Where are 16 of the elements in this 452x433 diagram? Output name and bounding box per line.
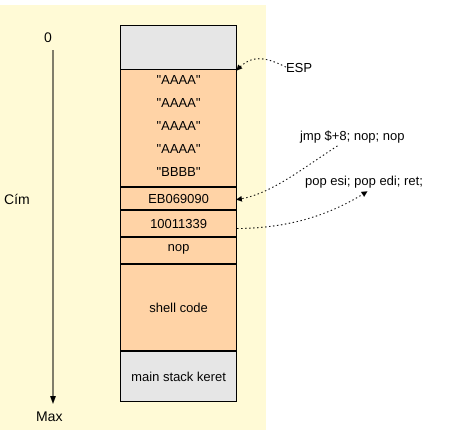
axis-label: Cím	[4, 192, 30, 206]
stack-cell: nop	[120, 237, 237, 264]
dotted-arrow	[236, 145, 338, 202]
stack-cell: EB069090	[120, 187, 237, 210]
axis-label: 0	[44, 30, 52, 44]
stack-cell: main stack keret	[120, 351, 237, 402]
dotted-arrow	[236, 191, 368, 230]
annotation-text: jmp $+8; nop; nop	[300, 127, 450, 145]
stack-cell: 10011339	[120, 210, 237, 237]
stack-cell: shell code	[120, 264, 237, 351]
empty-stack-cell	[120, 25, 237, 70]
annotation-text: ESP	[286, 59, 326, 77]
annotation-text: pop esi; pop edi; ret;	[305, 172, 452, 190]
dotted-arrow	[236, 58, 286, 71]
axis-label: Max	[36, 409, 62, 423]
stack-cell: "AAAA" "AAAA" "AAAA" "AAAA" "BBBB"	[120, 69, 237, 187]
